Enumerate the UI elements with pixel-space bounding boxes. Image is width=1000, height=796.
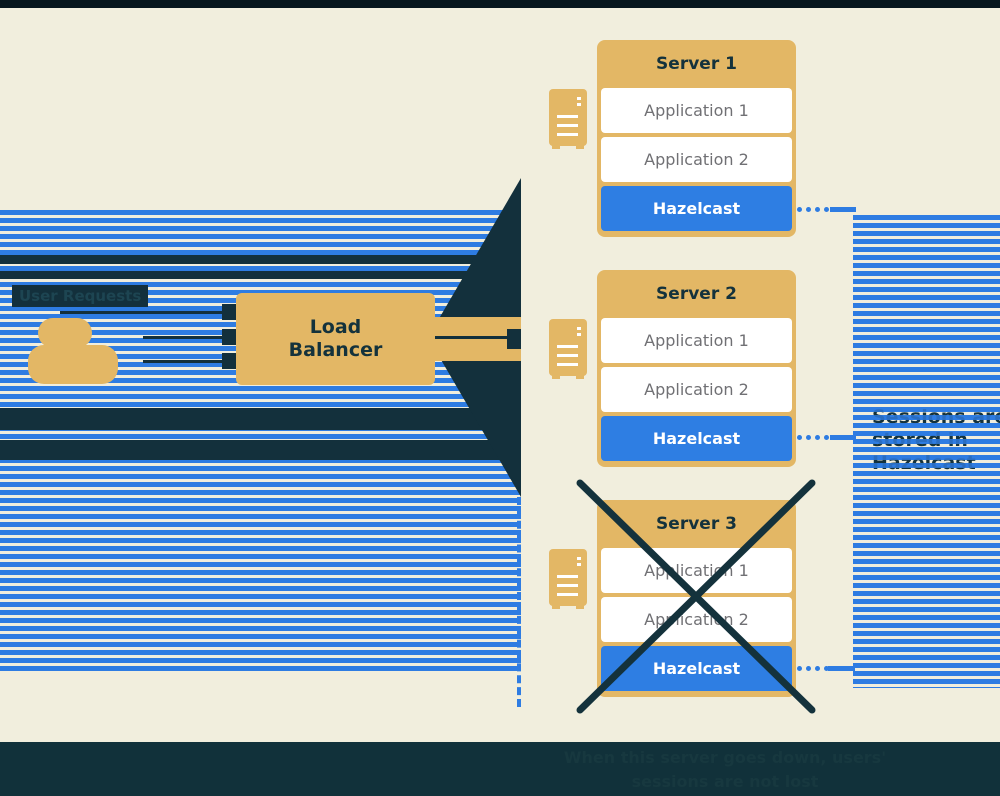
- bottom-caption: When this server goes down, users' sessi…: [545, 746, 905, 794]
- dashed-divider: [517, 497, 521, 707]
- request-arrow-head: [222, 329, 236, 345]
- server-title: Server 1: [656, 54, 737, 74]
- application-row: Application 2: [601, 137, 792, 182]
- user-icon: [28, 345, 118, 384]
- user-icon: [38, 318, 92, 348]
- bottom-band: [0, 742, 1000, 796]
- glitch-band: [0, 255, 492, 264]
- load-balancer-box: Load Balancer: [236, 293, 435, 385]
- bottom-caption-line: When this server goes down, users': [563, 748, 887, 767]
- request-arrow-head: [222, 304, 236, 320]
- lb-output-strip: [425, 317, 521, 361]
- glitch-band: [0, 408, 502, 430]
- request-arrow-head: [222, 353, 236, 369]
- request-arrow-line: [143, 336, 222, 339]
- connection-dotted-line: [797, 435, 829, 440]
- connection-solid-line: [830, 207, 856, 212]
- user-requests-label: User Requests: [12, 285, 149, 307]
- server-icon: [549, 89, 587, 149]
- bottom-caption-line: sessions are not lost: [631, 772, 819, 791]
- application-row: Application 2: [601, 597, 792, 642]
- glitch-band: [0, 440, 512, 460]
- hazelcast-row: Hazelcast: [601, 186, 792, 231]
- request-arrow-line: [143, 360, 222, 363]
- connection-solid-line: [828, 666, 855, 671]
- server-icon: [549, 319, 587, 379]
- server-card: Server 2 Application 1 Application 2 Haz…: [597, 270, 796, 467]
- lb-output-arrow-line: [435, 336, 509, 339]
- connection-dotted-line: [797, 666, 829, 671]
- failure-cross-icon: [576, 479, 816, 714]
- load-balancer-label: Load Balancer: [288, 316, 383, 361]
- request-arrow-line: [60, 311, 222, 314]
- stripe-overlay: [853, 215, 1000, 688]
- top-border-bar: [0, 0, 1000, 8]
- application-row: Application 2: [601, 367, 792, 412]
- server-title: Server 3: [656, 514, 737, 534]
- application-row: Application 1: [601, 318, 792, 363]
- lb-output-arrow-head: [507, 329, 521, 349]
- glitch-band: [0, 271, 482, 279]
- hazelcast-row: Hazelcast: [601, 416, 792, 461]
- server-title: Server 2: [656, 284, 737, 304]
- server-icon: [549, 549, 587, 609]
- server-card: Server 1 Application 1 Application 2 Haz…: [597, 40, 796, 237]
- connection-dotted-line: [797, 207, 829, 212]
- application-row: Application 1: [601, 88, 792, 133]
- glitch-stripes-right: Sessions are stored in Hazelcast: [853, 215, 1000, 688]
- connection-solid-line: [830, 435, 856, 440]
